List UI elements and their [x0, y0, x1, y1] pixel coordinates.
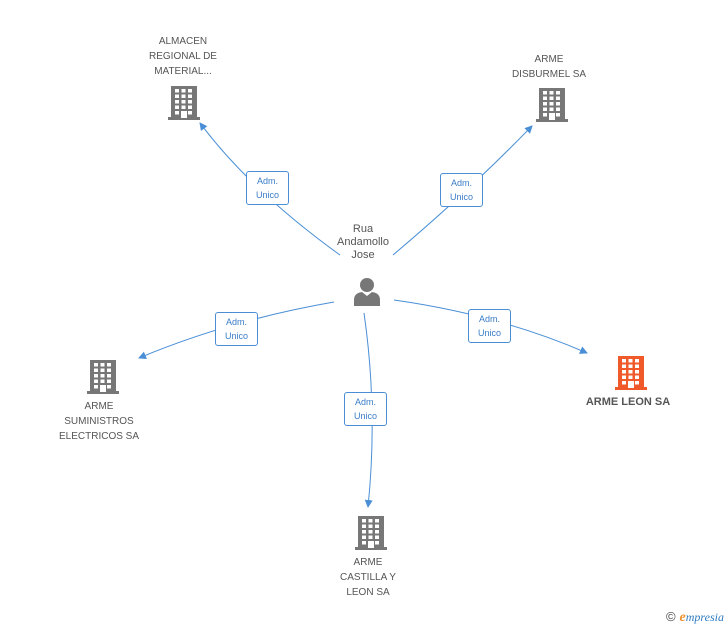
edge-label-leon: Adm. Unico [468, 309, 511, 343]
edge-label-almacen: Adm. Unico [246, 171, 289, 205]
building-icon-disburmel[interactable] [536, 88, 568, 127]
building-icon-leon[interactable] [615, 356, 647, 395]
company-label-suministros[interactable]: ARME SUMINISTROS ELECTRICOS SA [58, 401, 140, 442]
building-icon-suministros[interactable] [87, 360, 119, 399]
edge-label-disburmel: Adm. Unico [440, 173, 483, 207]
company-label-almacen[interactable]: ALMACEN REGIONAL DE MATERIAL... [149, 36, 217, 77]
company-label-castilla[interactable]: ARME CASTILLA Y LEON SA [340, 557, 396, 598]
edge-label-castilla: Adm. Unico [344, 392, 387, 426]
person-icon[interactable] [352, 276, 382, 306]
person-name[interactable]: Rua Andamollo Jose [337, 223, 389, 261]
footer-brand: ©empresia [666, 609, 724, 626]
copyright-symbol: © [665, 609, 676, 624]
company-label-disburmel[interactable]: ARME DISBURMEL SA [511, 54, 587, 80]
building-icon-castilla[interactable] [355, 516, 387, 555]
empresia-logo[interactable]: empresia [679, 610, 724, 625]
company-label-leon[interactable]: ARME LEON SA [585, 396, 671, 408]
edge-label-suministros: Adm. Unico [215, 312, 258, 346]
building-icon-almacen[interactable] [168, 86, 200, 125]
